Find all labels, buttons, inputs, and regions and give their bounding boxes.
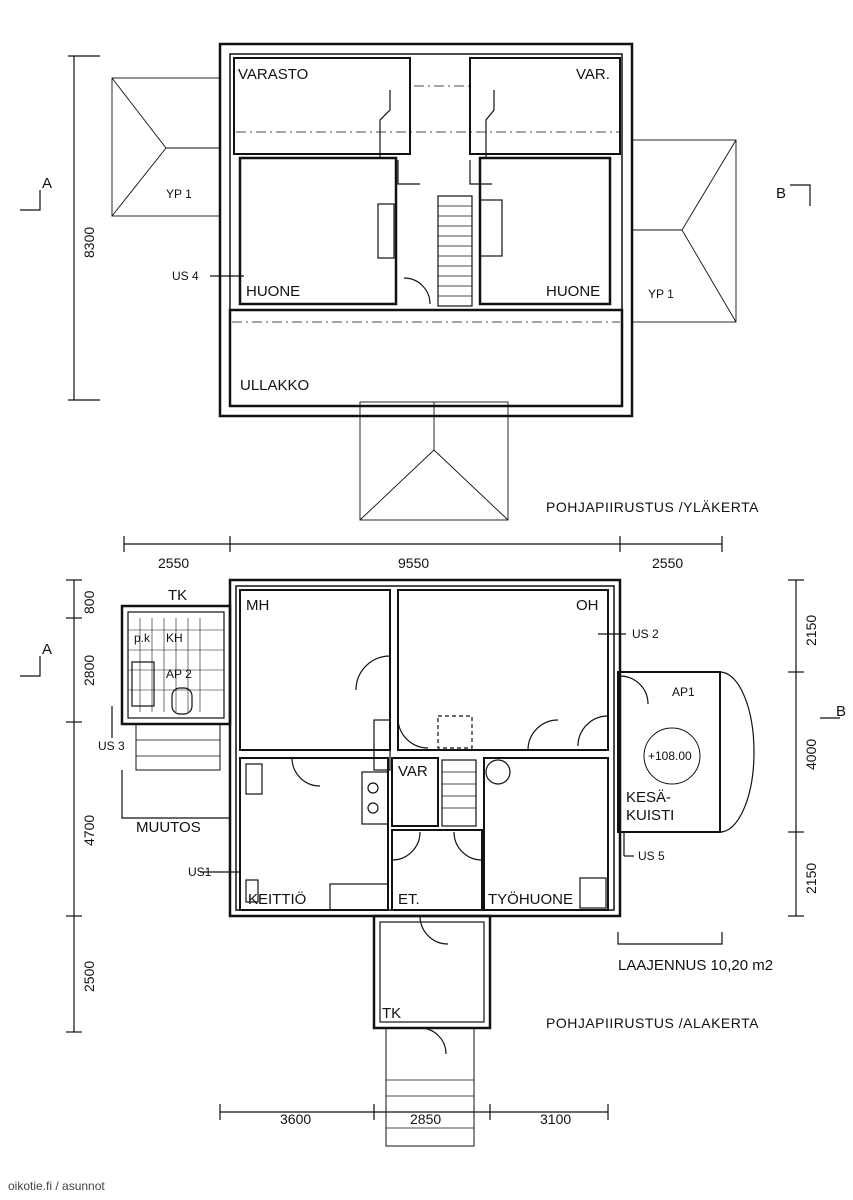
room-label-var-lower: VAR: [398, 763, 428, 780]
marker-us4: US 4: [172, 269, 199, 283]
room-label-tk-top: TK: [168, 587, 187, 604]
watermark: oikotie.fi / asunnot: [8, 1179, 105, 1193]
roof-label-yp1-right: YP 1: [648, 287, 674, 301]
section-mark-b-lower: B: [836, 703, 846, 720]
lower-floor-title: POHJAPIIRUSTUS /ALAKERTA: [546, 1015, 759, 1031]
room-label-varasto: VARASTO: [238, 66, 308, 83]
extension-label: LAAJENNUS 10,20 m2: [618, 957, 773, 974]
marker-us2: US 2: [632, 627, 659, 641]
dim-top-middle: 9550: [398, 555, 429, 571]
muutos-label: MUUTOS: [136, 819, 201, 836]
upper-floor: [20, 42, 811, 521]
room-label-tk-entry: TK: [382, 1005, 401, 1022]
lower-floor: [20, 536, 840, 1147]
dim-left-2800: 2800: [81, 655, 97, 686]
room-label-ap2: AP 2: [166, 667, 192, 681]
section-mark-a-lower: A: [42, 641, 52, 658]
room-label-huone-left: HUONE: [246, 283, 300, 300]
upper-floor-title: POHJAPIIRUSTUS /YLÄKERTA: [546, 499, 759, 515]
dim-upper-height: 8300: [81, 227, 97, 258]
room-label-kesa: KESÄ-: [626, 789, 671, 806]
room-label-mh: MH: [246, 597, 269, 614]
room-label-ullakko: ULLAKKO: [240, 377, 309, 394]
marker-us5: US 5: [638, 849, 665, 863]
room-label-var: VAR.: [576, 66, 610, 83]
marker-us1: US1: [188, 865, 212, 879]
roof-label-yp1-left: YP 1: [166, 187, 192, 201]
section-mark-b-upper: B: [776, 185, 786, 202]
elevation-label: +108.00: [648, 749, 692, 763]
dim-top-left: 2550: [158, 555, 189, 571]
dim-right-4000: 4000: [803, 739, 819, 770]
marker-us3: US 3: [98, 739, 125, 753]
dim-bottom-middle: 2850: [410, 1111, 441, 1127]
section-mark-a-upper: A: [42, 175, 52, 192]
room-label-kuisti: KUISTI: [626, 807, 674, 824]
room-label-kh: KH: [166, 631, 183, 645]
dim-right-2150-bottom: 2150: [803, 863, 819, 894]
room-label-huone-right: HUONE: [546, 283, 600, 300]
room-label-tyohuone: TYÖHUONE: [488, 890, 573, 908]
dim-right-2150-top: 2150: [803, 615, 819, 646]
dim-top-right: 2550: [652, 555, 683, 571]
room-label-et: ET.: [398, 891, 420, 908]
room-label-oh: OH: [576, 597, 599, 614]
dim-left-4700: 4700: [81, 815, 97, 846]
dim-left-2500: 2500: [81, 961, 97, 992]
dim-left-800: 800: [81, 590, 97, 614]
room-label-ap1: AP1: [672, 685, 695, 699]
dim-bottom-left: 3600: [280, 1111, 311, 1127]
dim-bottom-right: 3100: [540, 1111, 571, 1127]
room-label-keittio: KEITTIÖ: [248, 890, 306, 908]
room-label-pk: p.k: [134, 631, 151, 645]
